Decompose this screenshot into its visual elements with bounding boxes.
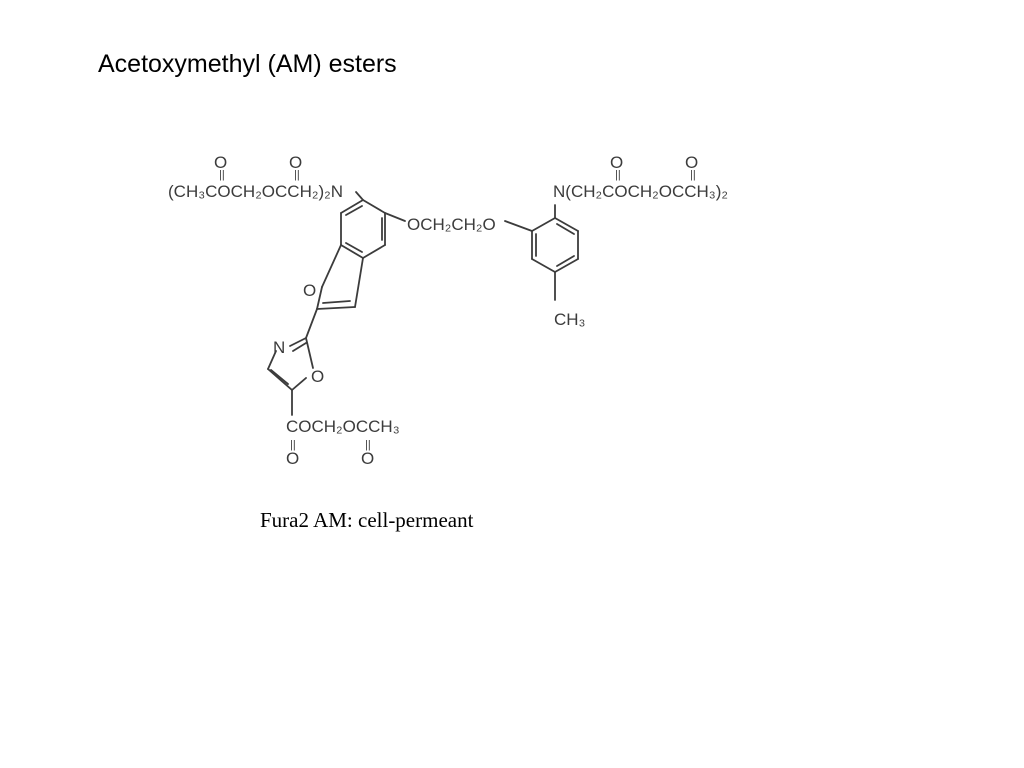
compound-caption: Fura2 AM: cell-permeant xyxy=(260,508,474,532)
fura2-am-structure: O|| O|| O|| O|| ||O ||O (CH₃COCH₂OCCH₂)₂… xyxy=(168,153,728,468)
svg-text:||: || xyxy=(294,169,300,181)
svg-text:O: O xyxy=(214,153,227,172)
svg-text:||: || xyxy=(290,439,296,451)
svg-text:||: || xyxy=(690,169,696,181)
svg-text:O: O xyxy=(361,449,374,468)
svg-text:O: O xyxy=(289,153,302,172)
svg-text:||: || xyxy=(615,169,621,181)
furan-oxygen-label: O xyxy=(303,281,316,300)
am-ester-label: COCH₂OCCH₃ xyxy=(286,417,400,436)
substituent-bis-am-right: N(CH₂COCH₂OCCH₃)₂ xyxy=(553,182,728,201)
svg-text:||: || xyxy=(365,439,371,451)
oxazole-oxygen-label: O xyxy=(311,367,324,386)
svg-text:O: O xyxy=(610,153,623,172)
svg-text:O: O xyxy=(286,449,299,468)
linker-och2ch2o: OCH₂CH₂O xyxy=(407,215,496,234)
svg-text:O: O xyxy=(685,153,698,172)
carbonyl-groups: O|| O|| O|| O|| ||O ||O xyxy=(214,153,698,468)
methyl-label: CH₃ xyxy=(554,310,585,329)
svg-text:||: || xyxy=(219,169,225,181)
oxazole-nitrogen-label: N xyxy=(273,338,285,357)
slide-title: Acetoxymethyl (AM) esters xyxy=(98,50,397,78)
bonds xyxy=(267,191,579,416)
substituent-bis-am-left: (CH₃COCH₂OCCH₂)₂N xyxy=(168,182,343,201)
